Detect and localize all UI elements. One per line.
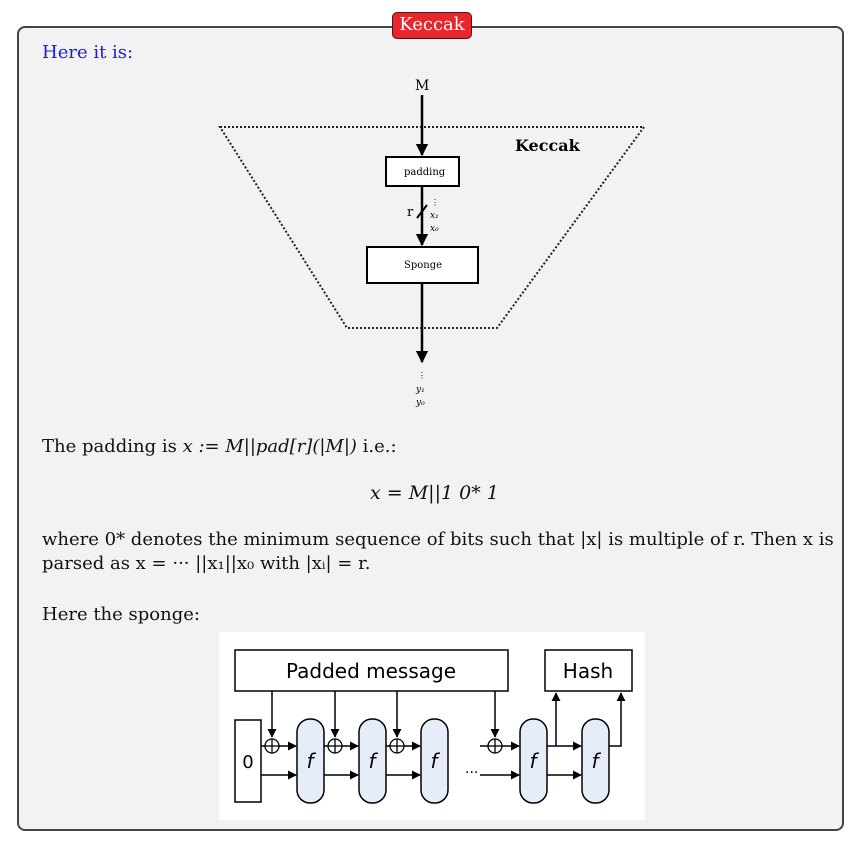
intro-text: Here it is:	[42, 42, 134, 63]
input-label-m: M	[415, 78, 429, 94]
x-dots: ⋮	[431, 198, 439, 207]
f-block-1	[296, 718, 325, 804]
sponge-intro-text: Here the sponge:	[42, 604, 200, 625]
f-label-4: f	[529, 749, 539, 773]
f-block-4	[519, 718, 548, 804]
hash-box	[544, 649, 633, 692]
f-label-5: f	[591, 749, 601, 773]
squeeze-arrows	[551, 692, 626, 747]
initial-state-label: 0	[242, 752, 253, 773]
f-block-2	[358, 718, 387, 804]
padding-equation: x = M||1 0* 1	[370, 482, 499, 504]
keccak-frame-label: Keccak	[515, 136, 581, 155]
initial-state-box	[234, 719, 262, 803]
f-label-3: f	[430, 749, 440, 773]
rate-slash	[416, 204, 428, 219]
sponge-label: Sponge	[404, 260, 442, 271]
box-title-badge: Keccak	[392, 12, 472, 39]
message-block-arrows	[267, 691, 500, 738]
padded-message-label: Padded message	[286, 659, 456, 683]
padding-sentence: The padding is x := M||pad[r](|M|) i.e.:	[42, 436, 397, 457]
f-block-3	[420, 718, 449, 804]
y0-label: y₀	[415, 398, 425, 408]
padding-label: padding	[404, 167, 446, 178]
f-label-2: f	[368, 749, 378, 773]
explanation-line-1: where 0* denotes the minimum sequence of…	[42, 529, 834, 550]
keccak-frame	[218, 126, 646, 329]
explanation-line-2: parsed as x = ··· ||x₁||x₀ with |xᵢ| = r…	[42, 553, 371, 574]
y-dots: ⋮	[418, 371, 426, 380]
hash-label: Hash	[563, 659, 613, 683]
rate-label: r	[407, 205, 414, 220]
y1-label: y₁	[415, 385, 425, 395]
sponge-ellipsis: ...	[465, 761, 478, 777]
x1-label: x₁	[430, 211, 439, 221]
f-label-1: f	[306, 749, 316, 773]
padded-message-box	[234, 649, 509, 692]
padding-block	[385, 156, 460, 187]
f-block-5	[581, 718, 610, 804]
x0-label: x₀	[430, 224, 439, 234]
